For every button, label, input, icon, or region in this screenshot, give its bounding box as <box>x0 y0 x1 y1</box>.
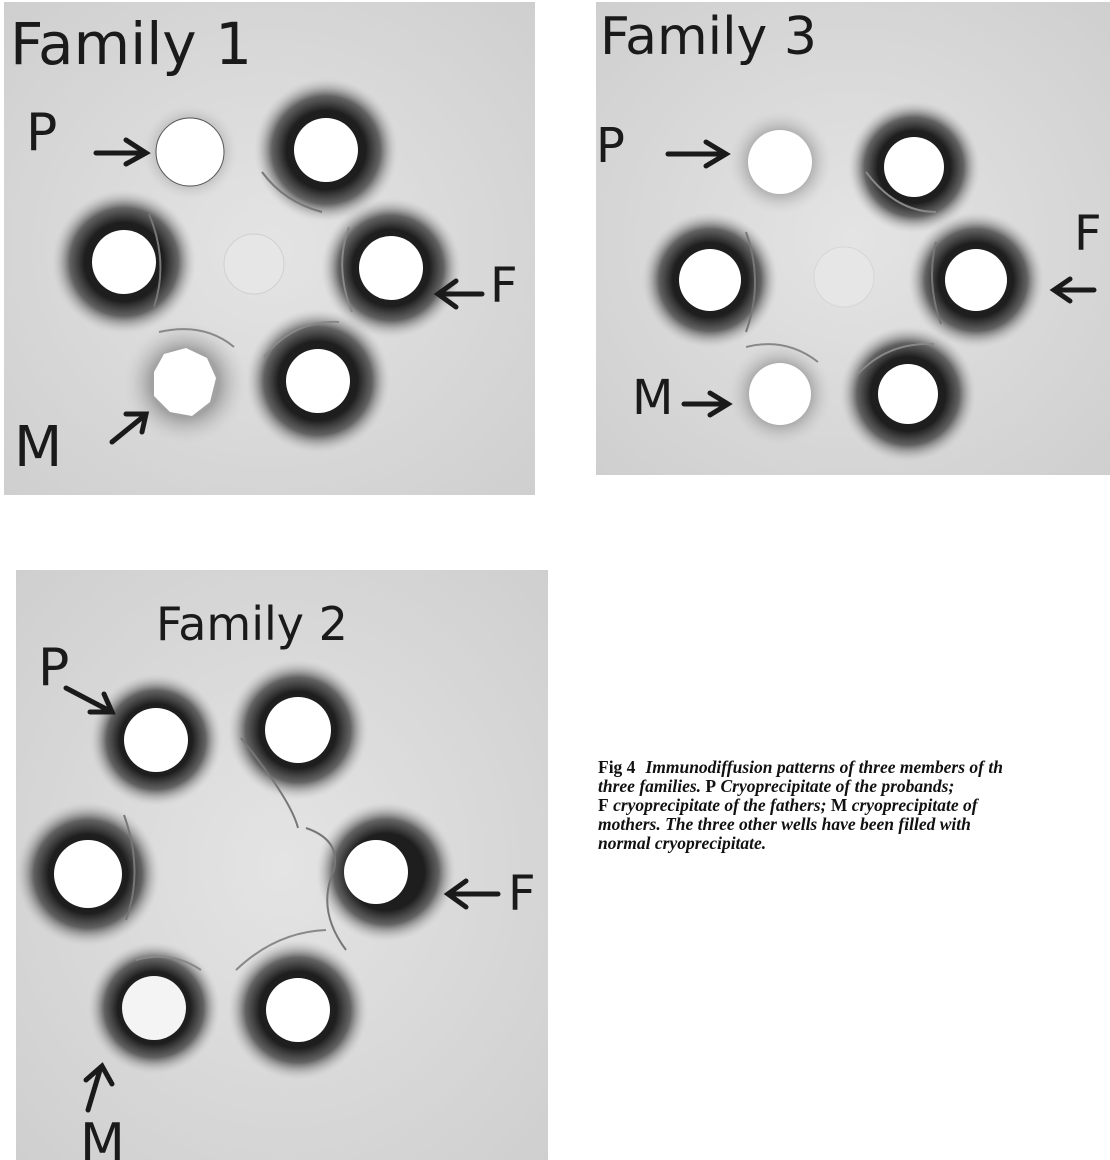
arrow-icon <box>433 278 485 310</box>
well-father <box>359 236 423 300</box>
well-normal <box>54 840 122 908</box>
caption-line-4: mothers. The three other wells have been… <box>598 814 971 834</box>
label-father: F <box>490 258 518 314</box>
caption-line-2: three families. P Cryoprecipitate of the… <box>598 776 955 796</box>
arrow-icon <box>63 685 116 715</box>
well-normal <box>884 137 944 197</box>
well-normal <box>679 249 741 311</box>
gel-panel-family-1: Family 1 P F M <box>4 2 535 495</box>
well-normal <box>266 978 330 1042</box>
arrow-icon <box>93 137 151 167</box>
gel-panel-family-3: Family 3 P F M <box>596 2 1110 475</box>
well-proband <box>155 117 225 187</box>
panel-title: Family 1 <box>10 10 252 78</box>
label-mother: M <box>632 370 673 426</box>
caption-line-3: F cryoprecipitate of the fathers; M cryo… <box>598 795 978 815</box>
well-mother <box>154 348 216 416</box>
well-mother <box>749 363 811 425</box>
arrow-icon <box>83 1062 115 1113</box>
well-center <box>813 246 875 308</box>
arrow-icon <box>665 139 731 169</box>
gel-panel-family-2: Family 2 P F M <box>16 570 548 1160</box>
well-mother <box>122 976 186 1040</box>
label-father: F <box>508 866 536 922</box>
figure-label: Fig 4 <box>598 758 636 777</box>
well-normal <box>878 364 938 424</box>
well-normal <box>286 349 350 413</box>
label-proband: P <box>596 118 625 174</box>
well-center <box>223 233 285 295</box>
well-normal <box>92 230 156 294</box>
arrow-icon <box>1049 276 1097 304</box>
well-normal <box>294 118 358 182</box>
well-normal <box>265 697 331 763</box>
arrow-icon <box>109 411 150 445</box>
well-father <box>344 840 408 904</box>
label-father: F <box>1074 206 1102 262</box>
well-father <box>945 249 1007 311</box>
arrow-icon <box>681 390 733 418</box>
label-proband: P <box>26 103 57 163</box>
label-mother: M <box>80 1113 125 1160</box>
well-proband <box>124 708 188 772</box>
well-proband <box>748 130 812 194</box>
arrow-icon <box>443 878 501 910</box>
panel-title: Family 3 <box>600 7 817 67</box>
label-mother: M <box>14 415 62 480</box>
caption-line-5: normal cryoprecipitate. <box>598 833 767 853</box>
panel-title: Family 2 <box>156 597 348 651</box>
